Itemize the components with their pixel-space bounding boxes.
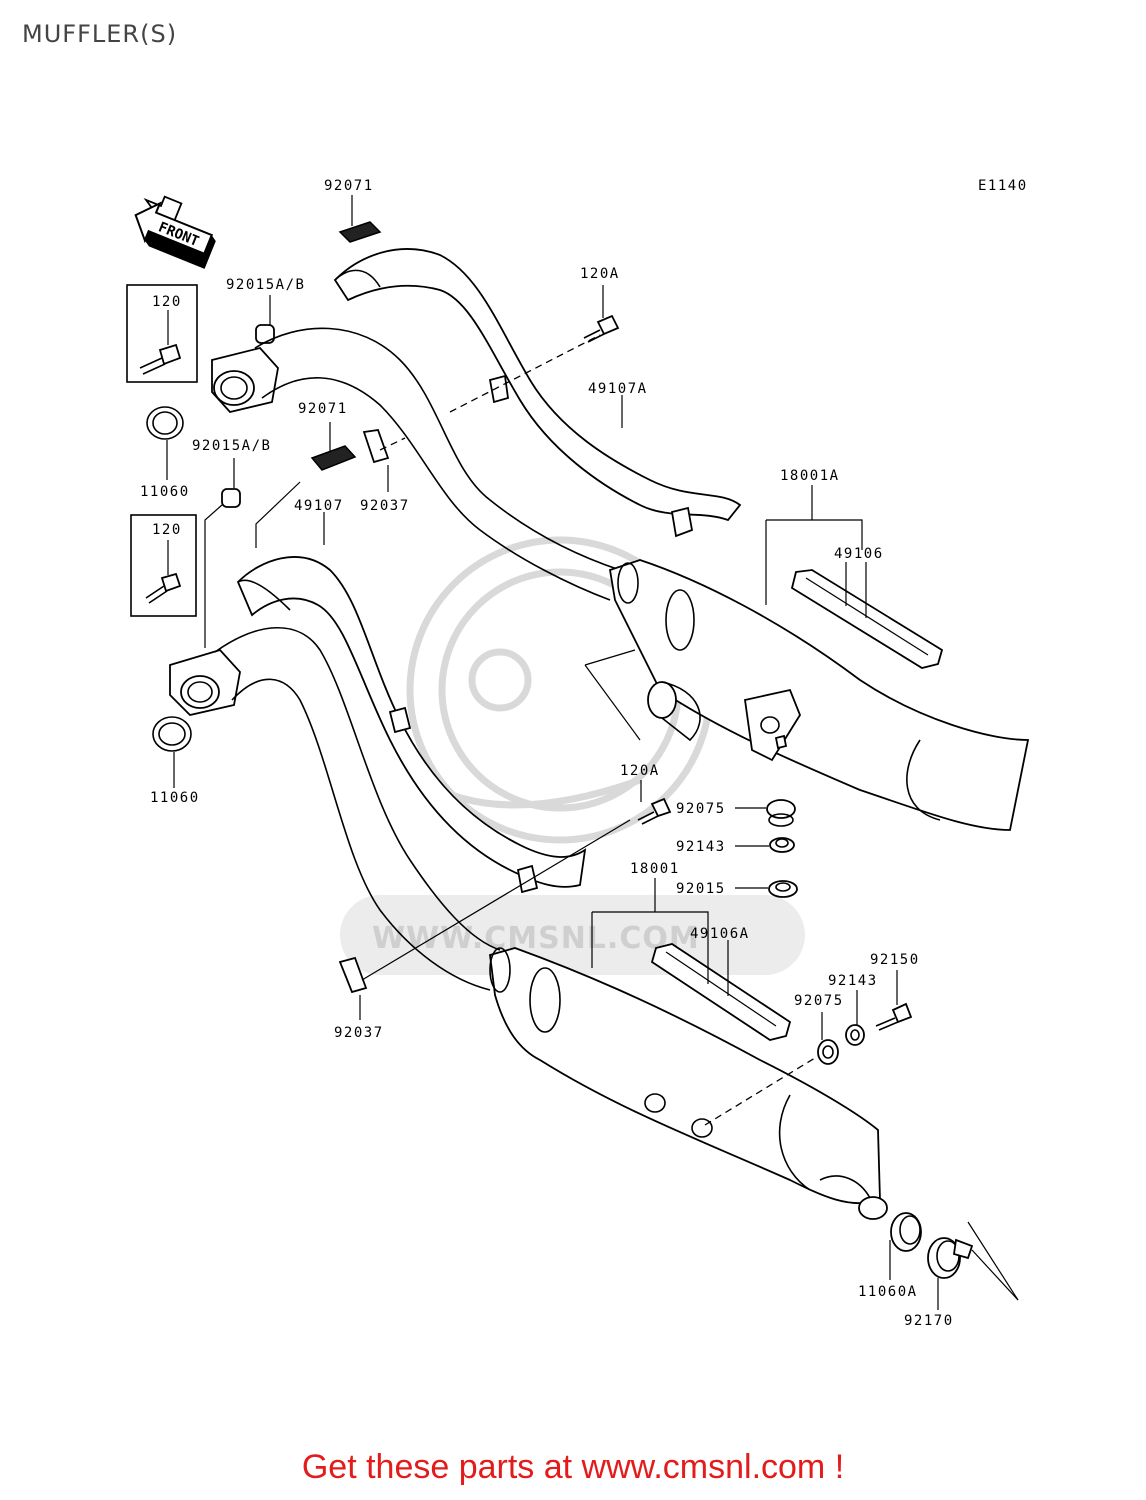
collar-92015-top-icon (255, 295, 275, 344)
clip-92037-top-icon (362, 429, 406, 492)
part-label-49107[interactable]: 49107 (294, 498, 344, 514)
part-label-92071-top[interactable]: 92071 (324, 178, 374, 194)
part-label-120a-top[interactable]: 120A (580, 266, 620, 282)
part-label-92075-a[interactable]: 92075 (676, 801, 726, 817)
part-label-92143-a[interactable]: 92143 (676, 839, 726, 855)
gasket-11060-top-icon (146, 406, 184, 440)
part-label-11060-bot[interactable]: 11060 (150, 790, 200, 806)
part-label-18001[interactable]: 18001 (630, 861, 680, 877)
clip-92037-bot-icon (338, 956, 368, 1020)
part-label-120-mid[interactable]: 120 (152, 522, 182, 538)
flange-bot-icon (169, 648, 241, 716)
part-label-120a-mid[interactable]: 120A (620, 763, 660, 779)
exhaust-pipe-top (254, 327, 621, 571)
bolt-120-box-mid (130, 514, 197, 617)
mount-stack-b-icon (817, 970, 913, 1065)
heat-cover-49107a (333, 248, 742, 522)
part-label-11060a[interactable]: 11060A (858, 1284, 918, 1300)
label-plate-49106-icon (790, 562, 944, 669)
part-label-49106[interactable]: 49106 (834, 546, 884, 562)
exhaust-pipe-bot (214, 626, 501, 951)
part-label-92015[interactable]: 92015 (676, 881, 726, 897)
heat-cover-49107 (236, 556, 587, 888)
part-label-92170[interactable]: 92170 (904, 1313, 954, 1329)
part-label-120-top[interactable]: 120 (152, 294, 182, 310)
part-label-92143-b[interactable]: 92143 (828, 973, 878, 989)
part-label-49106a[interactable]: 49106A (690, 926, 750, 942)
part-label-92037-bot[interactable]: 92037 (334, 1025, 384, 1041)
flange-top-icon (211, 346, 279, 413)
label-plate-49106a-icon (650, 940, 792, 1041)
diagram-code: E1140 (978, 178, 1028, 194)
part-label-92015ab-top[interactable]: 92015A/B (226, 277, 305, 293)
rubber-92071-mid-icon (310, 422, 357, 471)
part-label-49107a[interactable]: 49107A (588, 381, 648, 397)
bolt-120-top-icon (139, 310, 182, 375)
gasket-11060-bot-icon (152, 716, 192, 752)
bolt-120a-mid-icon (637, 780, 672, 825)
part-label-11060-top[interactable]: 11060 (140, 484, 190, 500)
rubber-92071-top-icon (338, 195, 382, 243)
part-label-92037-top[interactable]: 92037 (360, 498, 410, 514)
promo-link[interactable]: Get these parts at www.cmsnl.com ! (301, 1448, 845, 1486)
clamp-92170-icon (927, 1221, 1019, 1310)
bolt-120a-top-icon (583, 285, 620, 343)
bolt-120-box-top (126, 284, 198, 383)
page-title: MUFFLER(S) (22, 20, 178, 48)
part-label-92071-mid[interactable]: 92071 (298, 401, 348, 417)
tailpipe-gasket-11060a-icon (889, 1212, 922, 1280)
part-label-92075-b[interactable]: 92075 (794, 993, 844, 1009)
watermark-url: WWW.CMSNL.COM (372, 921, 700, 956)
mount-stack-a-icon (735, 734, 798, 898)
front-arrow-icon: FRONT (134, 195, 216, 269)
part-label-92015ab-mid[interactable]: 92015A/B (192, 438, 271, 454)
collar-92015-mid-icon (204, 458, 241, 648)
bolt-120-mid-icon (145, 540, 182, 604)
part-label-92150[interactable]: 92150 (870, 952, 920, 968)
part-label-18001a[interactable]: 18001A (780, 468, 840, 484)
muffler-18001 (489, 947, 881, 1205)
